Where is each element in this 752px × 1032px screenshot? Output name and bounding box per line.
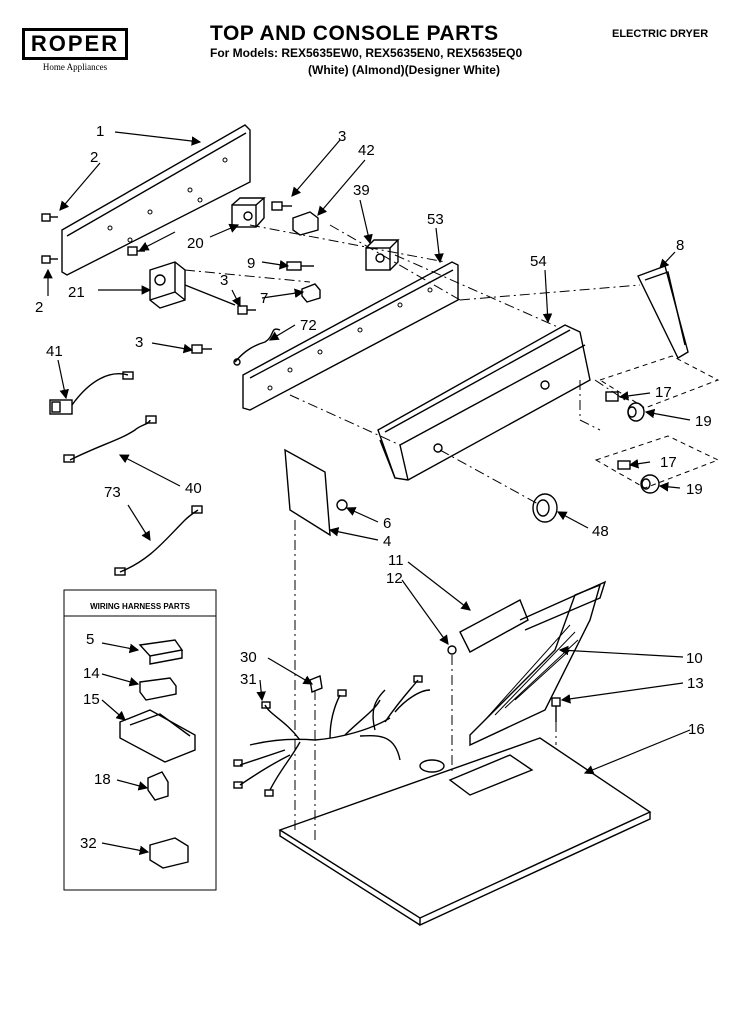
callout-12: 12	[386, 570, 403, 587]
callout-5: 5	[86, 631, 94, 648]
part-5	[138, 639, 184, 665]
part-15	[119, 709, 196, 763]
callout-40: 40	[185, 480, 202, 497]
part-20	[231, 197, 266, 228]
callout-14: 14	[83, 665, 100, 682]
screw-3-lower	[191, 344, 212, 354]
part-21-timer	[149, 261, 236, 309]
part-30-clip	[309, 675, 323, 693]
callout-31: 31	[240, 671, 257, 688]
callout-72: 72	[300, 317, 317, 334]
callout-1: 1	[96, 123, 104, 140]
part-13	[551, 697, 561, 722]
callout-13: 13	[687, 675, 704, 692]
part-17-lower	[617, 460, 631, 470]
part-54-console	[377, 324, 591, 481]
roper-logo: ROPER Home Appliances	[22, 28, 128, 72]
dryer-type: ELECTRIC DRYER	[612, 28, 709, 40]
model-list: For Models: REX5635EW0, REX5635EN0, REX5…	[210, 46, 523, 60]
screw-2-top	[41, 213, 58, 222]
part-7	[301, 283, 321, 303]
callout-19-b: 19	[686, 481, 703, 498]
callout-54: 54	[530, 253, 547, 270]
part-42	[292, 211, 319, 236]
part-53-panel	[242, 261, 459, 411]
part-6	[336, 499, 348, 511]
part-41-harness	[49, 371, 134, 415]
callout-11: 11	[388, 552, 404, 569]
part-48-knob	[532, 493, 558, 523]
callout-20: 20	[187, 235, 204, 252]
screw-3-left	[127, 246, 145, 256]
callout-48: 48	[592, 523, 609, 540]
brand-name: ROPER	[22, 28, 128, 60]
callout-53: 53	[427, 211, 444, 228]
callout-3: 3	[338, 128, 346, 145]
part-10	[469, 583, 602, 747]
model-variants: (White) (Almond)(Designer White)	[308, 63, 500, 77]
callout-39: 39	[353, 182, 370, 199]
callout-3-c: 3	[135, 334, 143, 351]
part-40-harness	[63, 415, 157, 463]
callout-3-b: 3	[220, 272, 228, 289]
callout-41: 41	[46, 343, 63, 360]
part-8-endcap	[637, 265, 689, 359]
callout-4: 4	[383, 533, 391, 550]
part-16-top	[278, 737, 652, 919]
callout-15: 15	[83, 691, 100, 708]
wiring-harness-inset	[63, 589, 217, 891]
callout-19: 19	[695, 413, 712, 430]
part-12	[447, 645, 457, 655]
callout-73: 73	[104, 484, 121, 501]
part-32	[149, 837, 189, 869]
part-31-harness	[233, 675, 431, 797]
part-9	[286, 261, 314, 271]
callout-17: 17	[655, 384, 672, 401]
part-73-harness	[114, 505, 203, 576]
callout-30: 30	[240, 649, 257, 666]
callout-2-b: 2	[35, 299, 43, 316]
callout-32: 32	[80, 835, 97, 852]
part-4-bracket	[284, 448, 331, 537]
callout-42: 42	[358, 142, 375, 159]
screw-2-bottom	[41, 255, 58, 264]
part-14	[139, 677, 177, 701]
callout-9: 9	[247, 255, 255, 272]
page-title: TOP AND CONSOLE PARTS	[210, 22, 499, 45]
callout-17-b: 17	[660, 454, 677, 471]
brand-subtitle: Home Appliances	[42, 62, 108, 72]
screw-3-mid	[237, 305, 256, 315]
callout-16: 16	[688, 721, 705, 738]
callout-8: 8	[676, 237, 684, 254]
part-17-upper	[605, 391, 619, 402]
callout-10: 10	[686, 650, 703, 667]
part-19-lower	[640, 474, 660, 494]
top-opening	[448, 754, 534, 796]
callout-18: 18	[94, 771, 111, 788]
screw-3-top	[271, 201, 292, 211]
part-18	[147, 771, 169, 801]
callout-7: 7	[260, 290, 268, 307]
part-11	[459, 599, 529, 653]
part-19-upper	[627, 402, 645, 422]
callout-21: 21	[68, 284, 85, 301]
callout-6: 6	[383, 515, 391, 532]
callout-2: 2	[90, 149, 98, 166]
rear-panel	[61, 124, 251, 276]
inset-title: WIRING HARNESS PARTS	[90, 602, 191, 611]
part-72-wire	[234, 328, 281, 363]
